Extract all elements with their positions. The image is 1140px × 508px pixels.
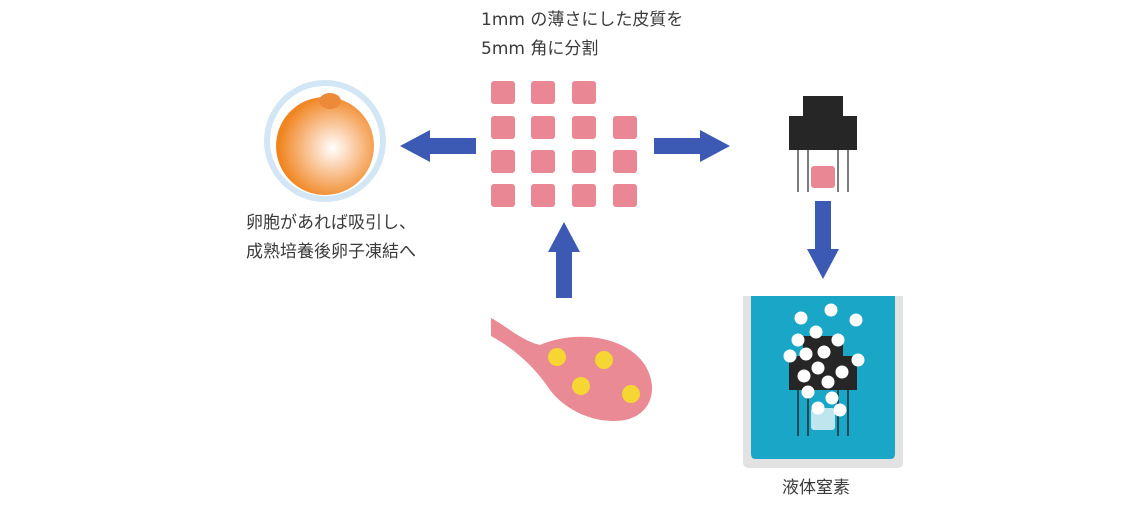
cryo-holder-icon (789, 96, 857, 192)
follicle (622, 385, 640, 403)
tissue-piece (613, 116, 637, 139)
tissue-piece (572, 116, 596, 139)
bubble (835, 365, 849, 379)
bubble (794, 311, 808, 325)
bubble (821, 375, 835, 389)
tissue-piece (491, 150, 515, 173)
bubble (825, 391, 839, 405)
tissue-piece (531, 150, 555, 173)
arrow-up-icon (548, 222, 580, 298)
bubble (817, 345, 831, 359)
follicle (595, 351, 613, 369)
oocyte-icon (264, 80, 386, 202)
bubble (811, 401, 825, 415)
tissue-piece (531, 184, 555, 207)
bubble (851, 353, 865, 367)
tissue-piece (613, 184, 637, 207)
holder-body (789, 116, 857, 150)
tissue-piece (572, 81, 596, 104)
polar-body (319, 93, 341, 109)
slice-label-line2: 5mm 角に分割 (481, 39, 599, 59)
bubble (783, 349, 797, 363)
tissue-piece (491, 184, 515, 207)
egg-label-line1: 卵胞があれば吸引し、 (246, 213, 416, 233)
tissue-piece (531, 116, 555, 139)
ovary-with-follicles-icon (491, 318, 653, 421)
bubble (809, 325, 823, 339)
holder-cap (803, 96, 843, 116)
tissue-piece-in-holder (811, 166, 835, 188)
arrow-right-icon (654, 130, 730, 162)
tissue-piece (572, 150, 596, 173)
nitrogen-bubbles (783, 303, 865, 417)
bubble (799, 347, 813, 361)
egg-label-line2: 成熟培養後卵子凍結へ (246, 242, 416, 262)
bubble (797, 369, 811, 383)
tissue-piece (491, 116, 515, 139)
egg-label: 卵胞があれば吸引し、成熟培養後卵子凍結へ (246, 209, 416, 267)
slice-label-line1: 1mm の薄さにした皮質を (481, 10, 684, 30)
ooplasm (276, 97, 374, 195)
arrow-down-icon (807, 201, 839, 279)
slice-label: 1mm の薄さにした皮質を 5mm 角に分割 (481, 6, 683, 64)
bubble (791, 333, 805, 347)
tissue-piece (613, 150, 637, 173)
ovary-shape (491, 318, 653, 421)
tissue-pieces-grid-icon (491, 81, 637, 207)
tissue-piece (531, 81, 555, 104)
tissue-piece (572, 184, 596, 207)
liquid-nitrogen-tank-icon (743, 296, 903, 468)
liquid-nitrogen-label: 液体窒素 (782, 478, 850, 498)
arrow-left-icon (400, 130, 476, 162)
bubble (849, 313, 863, 327)
tissue-piece (491, 81, 515, 104)
bubble (811, 361, 825, 375)
follicle (572, 377, 590, 395)
bubble (801, 385, 815, 399)
bubble (833, 403, 847, 417)
follicle (548, 348, 566, 366)
bubble (831, 333, 845, 347)
bubble (824, 303, 838, 317)
